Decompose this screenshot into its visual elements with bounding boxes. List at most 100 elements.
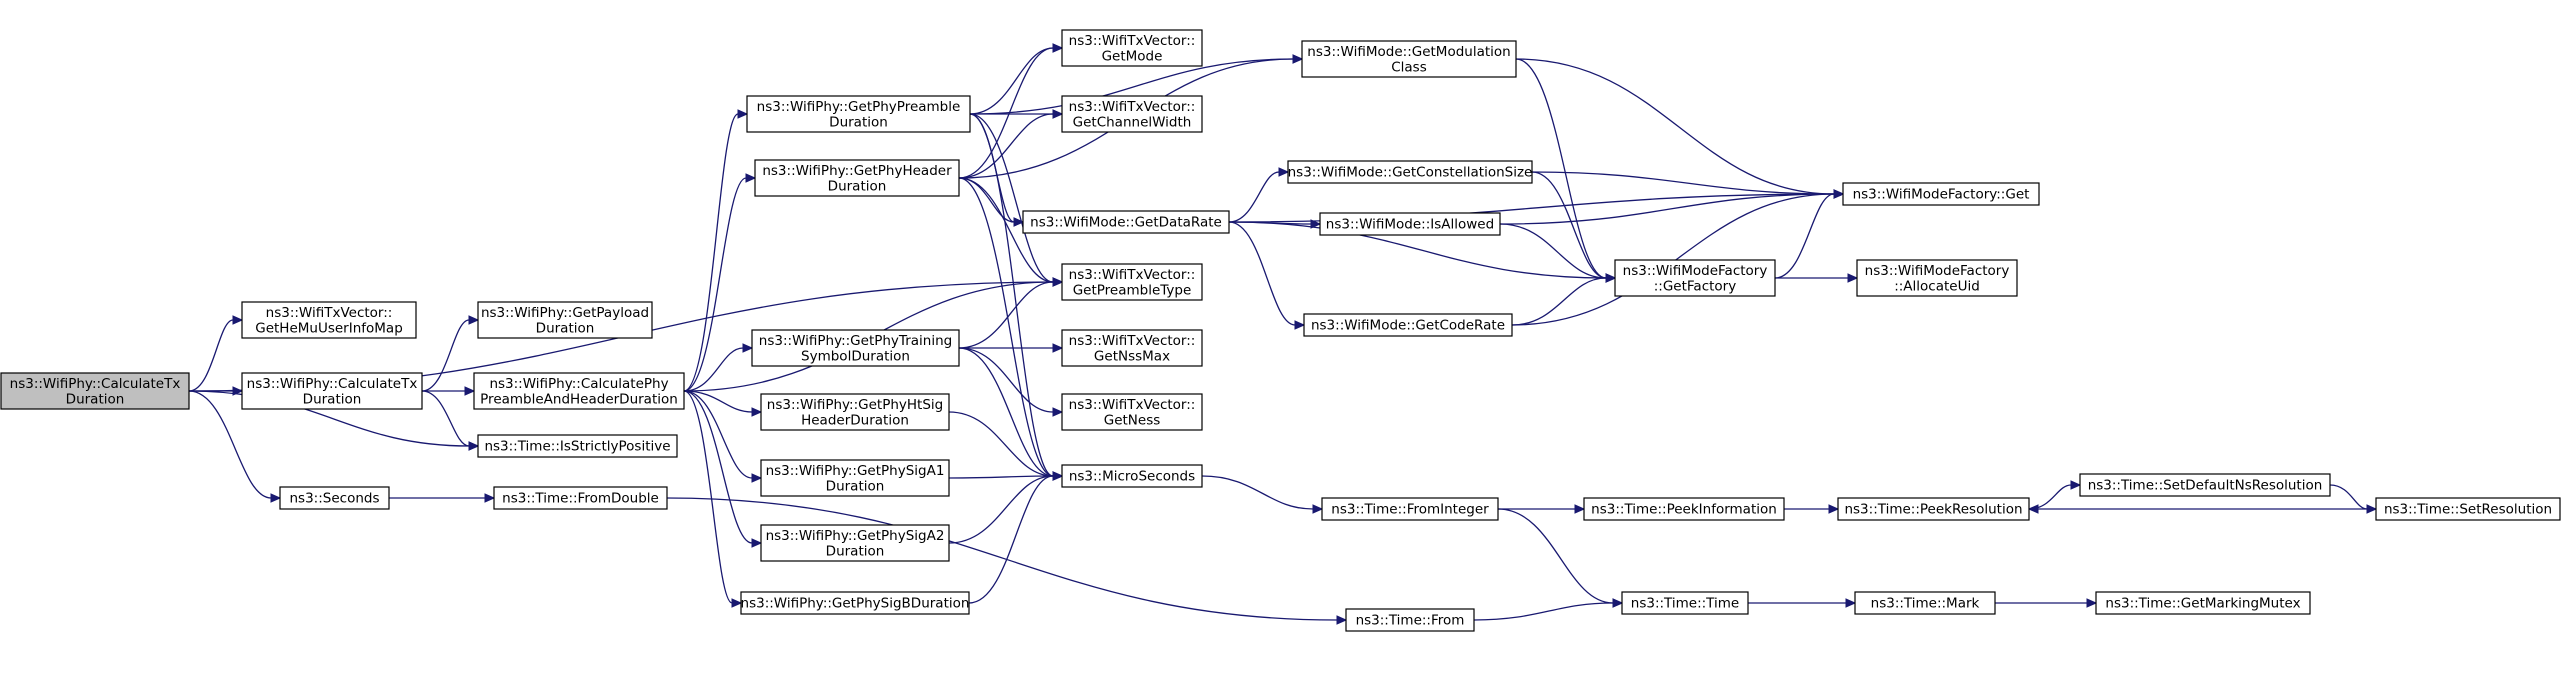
node-get-data-rate[interactable]: ns3::WifiMode::GetDataRate (1022, 210, 1230, 234)
edge-time-time-to-time-mark (1748, 598, 1857, 608)
edge-arrowhead (751, 473, 763, 483)
node-time-mark[interactable]: ns3::Time::Mark (1854, 591, 1996, 615)
node-is-allowed[interactable]: ns3::WifiMode::IsAllowed (1319, 212, 1501, 236)
node-tx-get-ness[interactable]: ns3::WifiTxVector::GetNess (1061, 393, 1203, 431)
edge-line (969, 113, 1054, 283)
node-label: ::GetFactory (1654, 278, 1736, 294)
node-tx-get-pre-type[interactable]: ns3::WifiTxVector::GetPreambleType (1061, 263, 1203, 301)
edge-line (188, 319, 234, 392)
edge-line (683, 113, 739, 392)
node-calc-phy-pre[interactable]: ns3::WifiPhy::CalculatePhyPreambleAndHea… (473, 372, 685, 410)
edge-line (1511, 277, 1607, 326)
edge-arrowhead (1605, 273, 1617, 283)
edge-arrowhead (731, 598, 743, 608)
node-time-from[interactable]: ns3::Time::From (1345, 608, 1475, 632)
node-get-phy-sig-b[interactable]: ns3::WifiPhy::GetPhySigBDuration (740, 591, 970, 615)
edge-line (969, 58, 1294, 115)
node-get-code-rate[interactable]: ns3::WifiMode::GetCodeRate (1303, 313, 1513, 337)
edge-arrowhead (1574, 504, 1586, 514)
edge-calc-phy-pre-to-get-phy-sig-a1 (683, 390, 763, 483)
node-label: ns3::WifiTxVector:: (1069, 33, 1196, 49)
node-is-strict-pos[interactable]: ns3::Time::IsStrictlyPositive (477, 434, 678, 458)
node-box (241, 301, 417, 339)
edge-arrowhead (737, 109, 749, 119)
node-get-mark-mutex[interactable]: ns3::Time::GetMarkingMutex (2095, 591, 2311, 615)
edge-line (2028, 484, 2072, 510)
edge-get-phy-hdr-to-get-data-rate (958, 177, 1025, 227)
node-label: PreambleAndHeaderDuration (480, 391, 678, 407)
node-label: ns3::Time::GetMarkingMutex (2105, 596, 2300, 612)
edge-line (1497, 508, 1614, 604)
node-peek-res[interactable]: ns3::Time::PeekResolution (1837, 497, 2030, 521)
edge-peek-info-to-peek-res (1783, 504, 1840, 514)
edge-calc-phy-pre-to-get-phy-pre (683, 109, 749, 392)
node-wmf-get-factory[interactable]: ns3::WifiModeFactory::GetFactory (1614, 259, 1776, 297)
edge-line (1228, 171, 1280, 223)
node-set-res[interactable]: ns3::Time::SetResolution (2375, 497, 2561, 521)
node-wmf-get[interactable]: ns3::WifiModeFactory::Get (1842, 182, 2040, 206)
edge-arrowhead (1833, 189, 1845, 199)
edge-line (1499, 223, 1607, 279)
node-wmf-alloc-uid[interactable]: ns3::WifiModeFactory::AllocateUid (1856, 259, 2018, 297)
node-label: ns3::Time::PeekResolution (1844, 502, 2022, 518)
node-label: ns3::WifiModeFactory (1623, 263, 1768, 279)
edge-line (958, 347, 1054, 477)
edge-calc-tx-dur2-to-is-strict-pos (421, 390, 480, 451)
node-tx-get-mode[interactable]: ns3::WifiTxVector::GetMode (1061, 29, 1203, 67)
node-label: Duration (303, 391, 362, 407)
edge-micro-seconds-to-from-integer (1201, 475, 1324, 514)
edge-get-code-rate-to-wmf-get-factory (1511, 273, 1617, 326)
edge-arrowhead (1612, 598, 1624, 608)
edge-arrowhead (2027, 504, 2039, 514)
edge-line (1228, 221, 1296, 326)
edge-line (958, 113, 1054, 179)
edge-from-integer-to-peek-info (1497, 504, 1586, 514)
edge-arrowhead (751, 407, 763, 417)
edge-arrowhead (468, 441, 480, 451)
edge-get-data-rate-to-get-code-rate (1228, 221, 1306, 330)
node-label: ns3::WifiPhy::GetPhySigA1 (766, 463, 945, 479)
node-label: ns3::WifiPhy::GetPhyHtSig (767, 397, 943, 413)
node-get-const-size[interactable]: ns3::WifiMode::GetConstellationSize (1287, 160, 1533, 184)
node-from-double[interactable]: ns3::Time::FromDouble (493, 486, 668, 510)
node-peek-info[interactable]: ns3::Time::PeekInformation (1583, 497, 1785, 521)
edge-time-mark-to-get-mark-mutex (1995, 598, 2098, 608)
edge-arrowhead (1310, 219, 1322, 229)
node-label: Duration (826, 478, 885, 494)
node-box (1303, 313, 1513, 337)
node-box (1583, 497, 1785, 521)
edge-line (188, 390, 470, 447)
node-get-he-mu[interactable]: ns3::WifiTxVector::GetHeMuUserInfoMap (241, 301, 417, 339)
node-box (1614, 259, 1776, 297)
node-from-integer[interactable]: ns3::Time::FromInteger (1321, 497, 1499, 521)
edge-line (1201, 475, 1314, 510)
node-set-def-ns-res[interactable]: ns3::Time::SetDefaultNsResolution (2079, 473, 2331, 497)
node-tx-get-ch-width[interactable]: ns3::WifiTxVector::GetChannelWidth (1061, 95, 1203, 133)
node-tx-get-nss-max[interactable]: ns3::WifiTxVector::GetNssMax (1061, 329, 1203, 367)
edge-get-phy-pre-to-tx-get-mode (969, 43, 1064, 115)
node-label: ns3::WifiMode::GetCodeRate (1311, 318, 1505, 334)
node-micro-seconds[interactable]: ns3::MicroSeconds (1061, 464, 1203, 488)
edge-arrowhead (751, 538, 763, 548)
node-box (2095, 591, 2311, 615)
edge-line (1473, 602, 1614, 621)
node-time-time[interactable]: ns3::Time::Time (1621, 591, 1749, 615)
edge-arrowhead (1845, 598, 1857, 608)
node-label: Duration (829, 114, 888, 130)
edge-arrowhead (270, 493, 282, 503)
node-seconds[interactable]: ns3::Seconds (279, 486, 390, 510)
edge-peek-res-to-set-def-ns-res (2028, 480, 2082, 510)
edge-line (958, 347, 1054, 413)
node-get-phy-train[interactable]: ns3::WifiPhy::GetPhyTrainingSymbolDurati… (751, 329, 960, 367)
node-label: ns3::WifiModeFactory (1865, 263, 2010, 279)
node-box (1061, 263, 1203, 301)
